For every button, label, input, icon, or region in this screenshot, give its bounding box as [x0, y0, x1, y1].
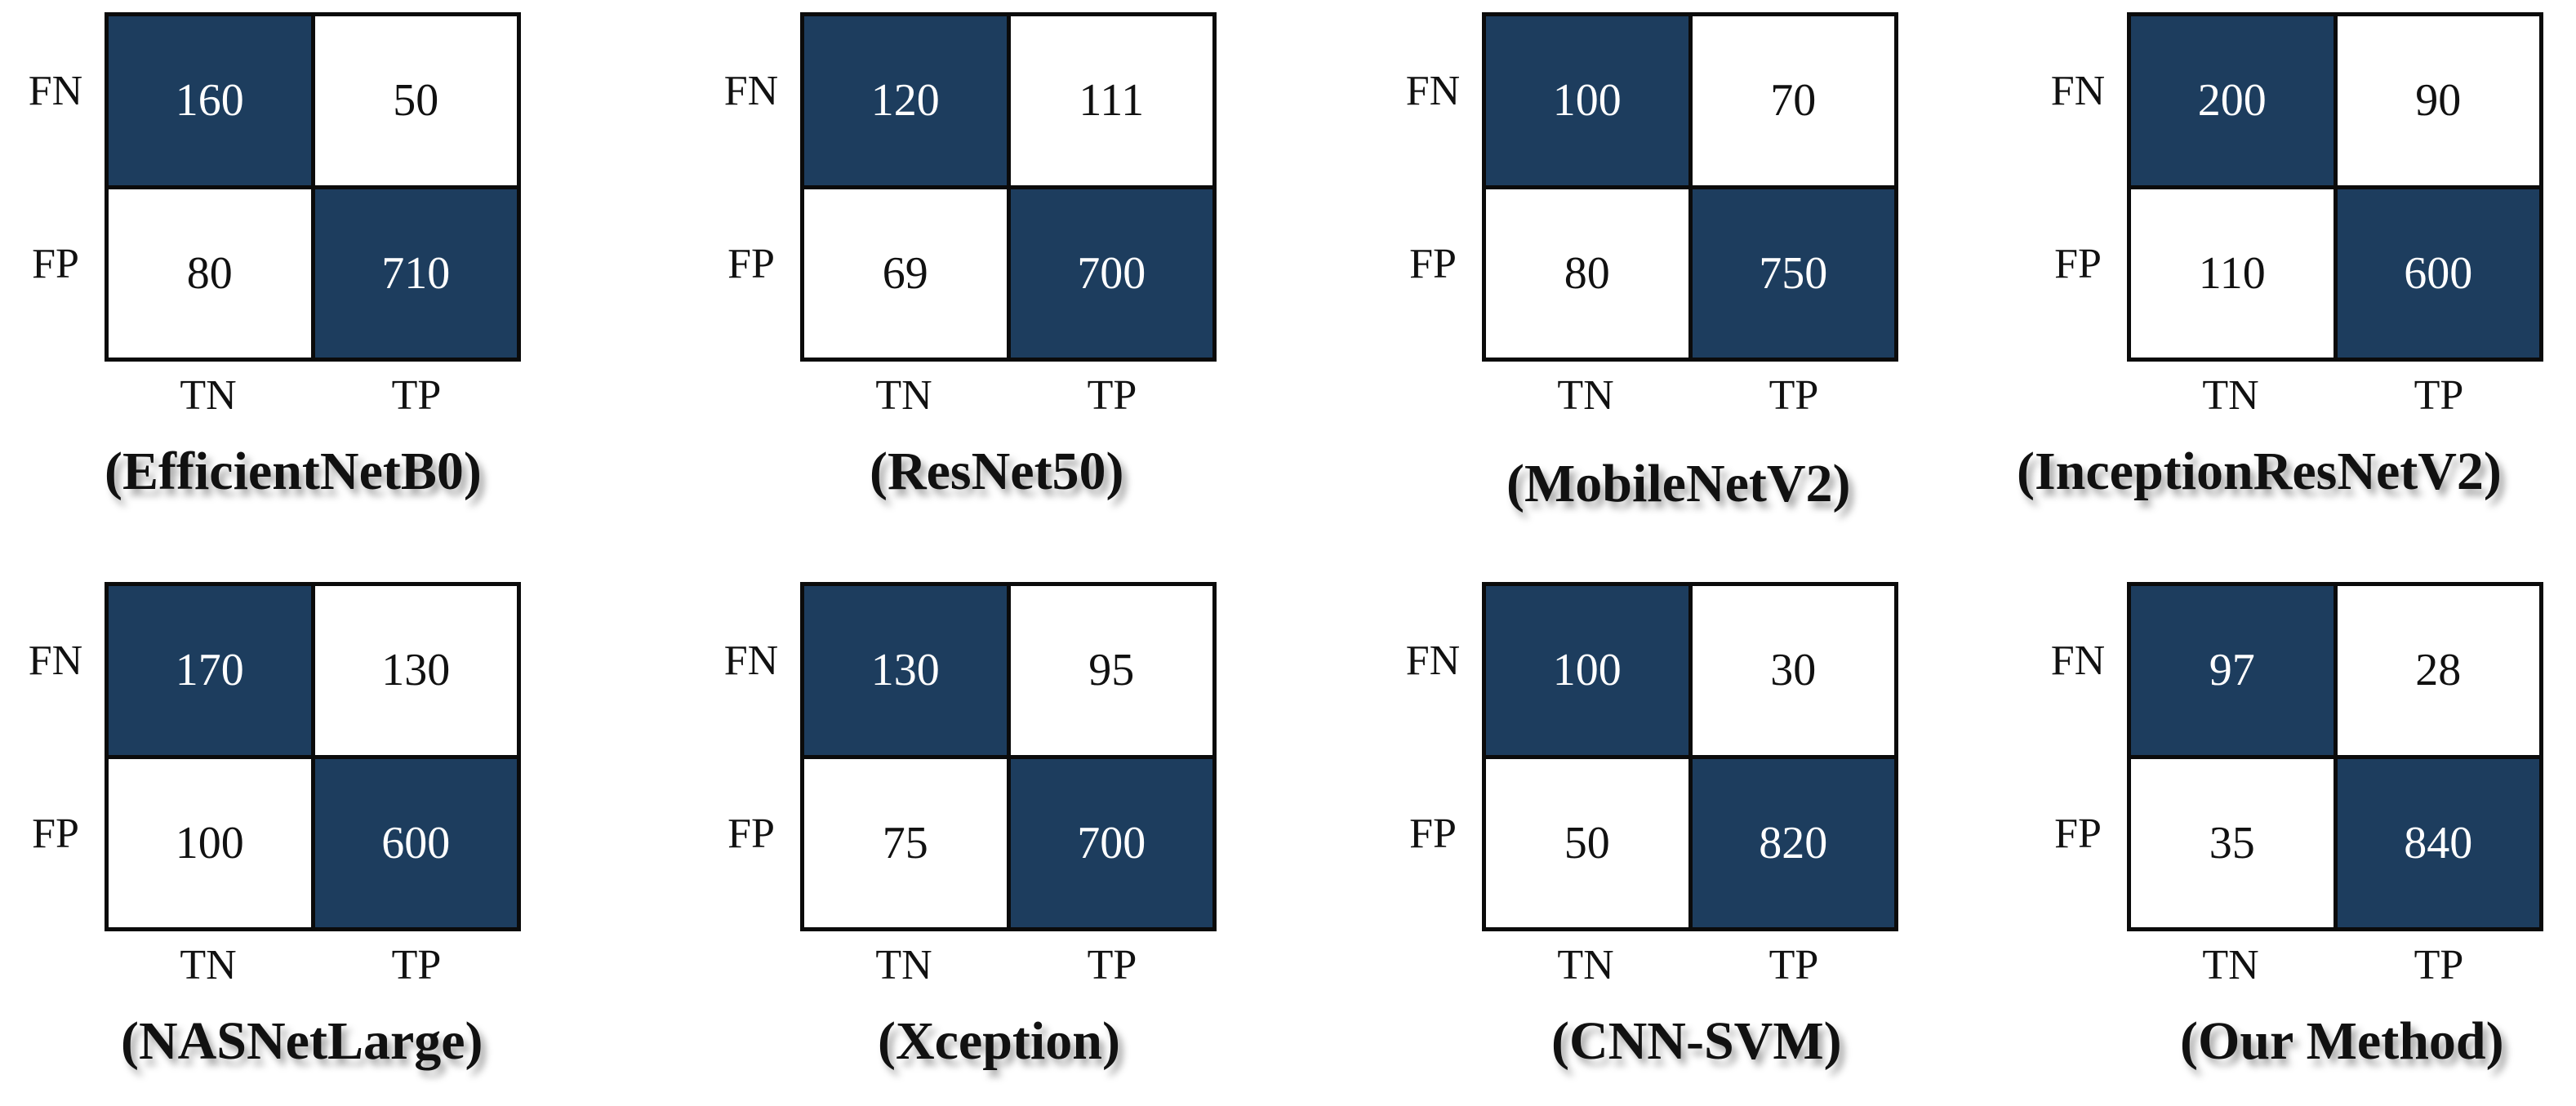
matrix-cell: 700 [1010, 189, 1212, 358]
matrix-cell: 100 [1486, 586, 1688, 755]
matrix-cell: 700 [1010, 758, 1212, 927]
matrix-cell: 80 [1486, 189, 1688, 358]
chart-title: (NASNetLarge) [121, 1011, 483, 1071]
column-label: TP [1087, 372, 1137, 419]
matrix-cell: 50 [314, 16, 517, 185]
matrix-cell: 100 [109, 758, 311, 927]
matrix-cell: 69 [804, 189, 1007, 358]
matrix-cell: 130 [314, 586, 517, 755]
matrix-cell: 600 [2337, 189, 2539, 358]
column-label: TN [1557, 372, 1614, 419]
row-label: FP [2054, 241, 2102, 287]
matrix-cell: 120 [804, 16, 1007, 185]
matrix-cell: 130 [804, 586, 1007, 755]
column-label: TN [875, 942, 932, 988]
matrix-cell: 710 [314, 189, 517, 358]
column-label: TN [2202, 372, 2259, 419]
chart-title: (Xception) [878, 1011, 1120, 1071]
column-label: TP [391, 372, 442, 419]
matrix-cell: 75 [804, 758, 1007, 927]
row-label: FN [723, 68, 779, 114]
chart-title: (Our Method) [2180, 1011, 2504, 1071]
matrix-cell: 200 [2131, 16, 2334, 185]
column-label: TN [875, 372, 932, 419]
row-label: FN [28, 68, 83, 114]
matrix-cell: 28 [2337, 586, 2539, 755]
column-label: TP [1768, 942, 1819, 988]
matrix-cell: 100 [1486, 16, 1688, 185]
matrix-cell: 160 [109, 16, 311, 185]
matrix-cell: 35 [2131, 758, 2334, 927]
chart-title: (MobileNetV2) [1506, 454, 1851, 513]
matrix-cell: 110 [2131, 189, 2334, 358]
row-label: FP [32, 811, 79, 857]
matrix-cell: 50 [1486, 758, 1688, 927]
chart-title: (CNN-SVM) [1551, 1011, 1842, 1071]
column-label: TP [2414, 372, 2464, 419]
matrix-cell: 750 [1692, 189, 1894, 358]
chart-title: (InceptionResNetV2) [2017, 442, 2502, 501]
row-label: FP [727, 241, 775, 287]
matrix-cell: 111 [1010, 16, 1212, 185]
chart-title: (EfficientNetB0) [105, 442, 482, 501]
row-label: FN [723, 637, 779, 684]
row-label: FN [28, 637, 83, 684]
row-label: FN [2050, 68, 2106, 114]
row-label: FP [1409, 811, 1457, 857]
matrix-cell: 600 [314, 758, 517, 927]
row-label: FP [32, 241, 79, 287]
column-label: TN [180, 372, 237, 419]
matrix-cell: 97 [2131, 586, 2334, 755]
column-label: TP [1768, 372, 1819, 419]
matrix-cell: 820 [1692, 758, 1894, 927]
matrix-cell: 70 [1692, 16, 1894, 185]
column-label: TN [1557, 942, 1614, 988]
row-label: FP [727, 811, 775, 857]
row-label: FN [1405, 68, 1461, 114]
row-label: FP [1409, 241, 1457, 287]
chart-title: (ResNet50) [870, 442, 1124, 501]
column-label: TN [2202, 942, 2259, 988]
matrix-cell: 170 [109, 586, 311, 755]
matrix-cell: 30 [1692, 586, 1894, 755]
row-label: FN [2050, 637, 2106, 684]
row-label: FP [2054, 811, 2102, 857]
matrix-cell: 90 [2337, 16, 2539, 185]
column-label: TP [2414, 942, 2464, 988]
column-label: TP [1087, 942, 1137, 988]
column-label: TN [180, 942, 237, 988]
matrix-cell: 95 [1010, 586, 1212, 755]
matrix-cell: 80 [109, 189, 311, 358]
matrix-cell: 840 [2337, 758, 2539, 927]
row-label: FN [1405, 637, 1461, 684]
column-label: TP [391, 942, 442, 988]
